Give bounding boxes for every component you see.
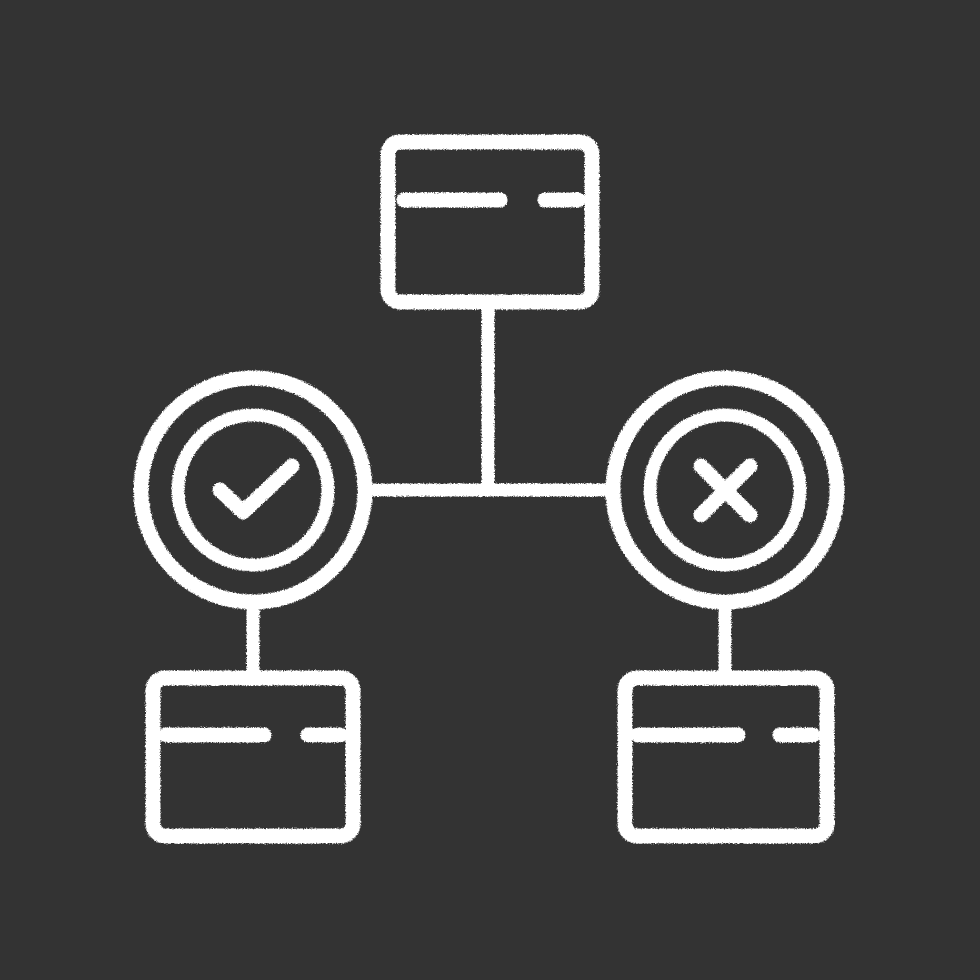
- bottom-left-box: [145, 670, 361, 844]
- approve-node: [133, 370, 373, 610]
- bottom-right-box: [617, 670, 835, 844]
- approve-outer-ring: [133, 370, 373, 610]
- check-icon: [212, 458, 300, 520]
- reject-inner-ring: [643, 408, 807, 572]
- bottom-right-box-frame: [617, 670, 835, 844]
- bottom-left-box-frame: [145, 670, 361, 844]
- reject-node: [605, 370, 845, 610]
- x-icon-stroke-b: [693, 458, 758, 523]
- reject-outer-ring: [605, 370, 845, 610]
- approve-inner-ring: [171, 408, 335, 572]
